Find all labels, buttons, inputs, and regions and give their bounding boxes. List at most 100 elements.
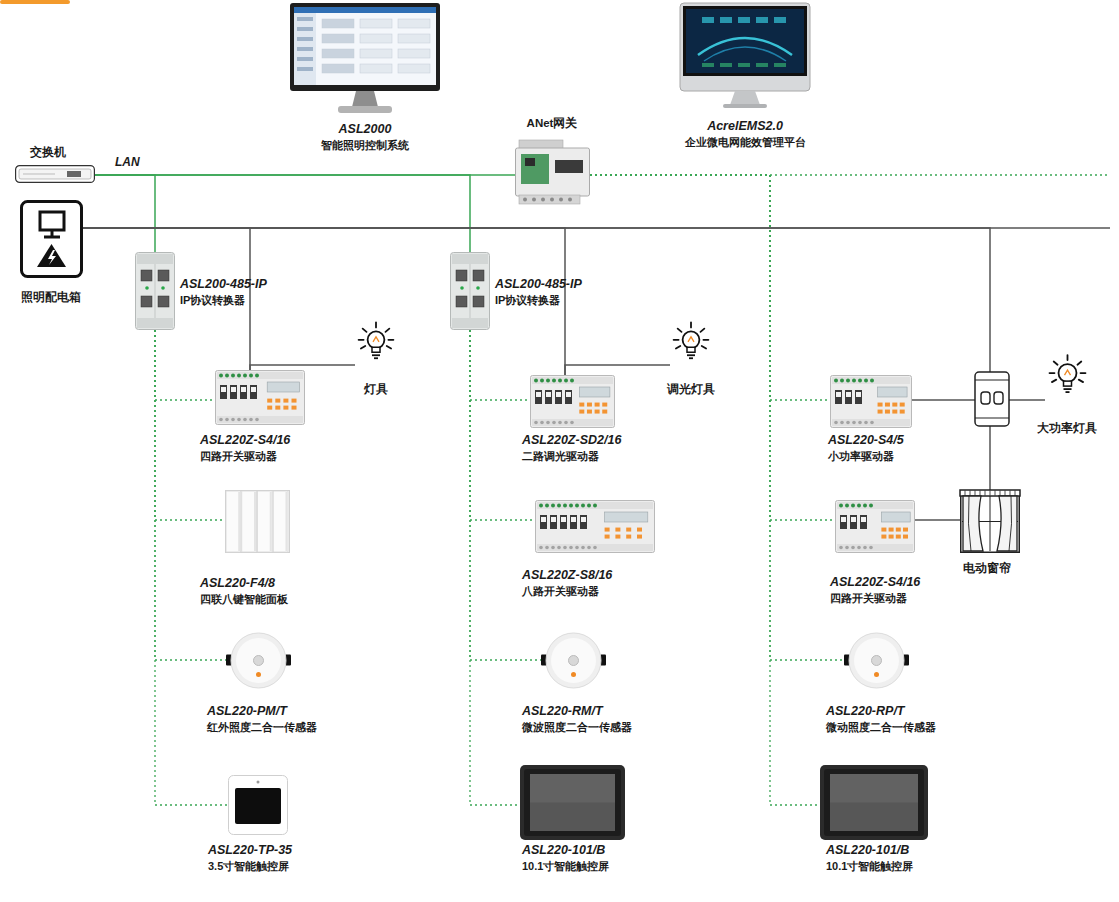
icon-part	[275, 406, 280, 410]
model-name: ASL220-RP/T	[826, 703, 936, 719]
monitor-b-node: AcrelEMS2.0企业微电网能效管理平台	[680, 3, 810, 108]
icon-part	[963, 496, 983, 551]
icon-part	[456, 270, 467, 281]
icon-part	[595, 410, 600, 414]
node-label: 调光灯具	[667, 381, 715, 397]
icon-part	[570, 379, 574, 383]
icon-part	[551, 546, 555, 550]
node-label: ASL220-S4/5小功率驱动器	[828, 432, 904, 464]
device-caption: 微动照度二合一传感器	[826, 719, 936, 735]
icon-part	[1005, 491, 1006, 496]
icon-part	[267, 399, 272, 403]
icon-part	[900, 410, 905, 414]
rs485-bus	[155, 330, 225, 520]
icon-part	[541, 517, 546, 522]
icon-part	[602, 403, 607, 407]
icon-part	[352, 91, 378, 107]
gateway-node: ANet网关	[515, 140, 590, 205]
device-caption: 电动窗帘	[963, 560, 1011, 576]
icon-part	[359, 339, 364, 341]
icon-part	[834, 379, 838, 383]
icon-part	[37, 244, 66, 267]
icon-part	[889, 535, 894, 539]
icon-part	[1081, 372, 1086, 374]
lamp-node: 灯具	[355, 318, 397, 370]
icon-part	[452, 254, 488, 264]
icon-part	[571, 517, 576, 522]
icon-part	[236, 638, 281, 683]
icon-part	[892, 403, 897, 407]
icon-part	[536, 501, 655, 553]
icon-part	[546, 379, 550, 383]
icon-part	[1052, 380, 1056, 383]
icon-part	[860, 515, 867, 529]
icon-part	[602, 410, 607, 414]
icon-part	[243, 418, 247, 422]
icon-part	[545, 504, 549, 508]
icon-part	[294, 13, 316, 85]
node-label: ASL220Z-S4/16四路开关驱动器	[200, 432, 290, 464]
icon-part	[637, 528, 642, 532]
icon-part	[690, 322, 692, 327]
icon-part	[398, 49, 430, 58]
device-caption: 微波照度二合一传感器	[522, 719, 632, 735]
node-label: 灯具	[364, 381, 388, 397]
icon-part	[878, 403, 883, 407]
icon-part	[840, 515, 847, 529]
icon-part	[1009, 496, 1012, 551]
device-caption: IP协议转换器	[180, 292, 267, 308]
device-caption: 照明配电箱	[21, 289, 81, 305]
icon-part	[136, 253, 175, 330]
icon-part	[581, 546, 585, 550]
icon-part	[857, 504, 861, 508]
device-caption: 八路开关驱动器	[522, 583, 612, 599]
lamp-icon	[1045, 350, 1090, 405]
icon-part	[968, 496, 971, 551]
sensor-icon	[230, 632, 287, 689]
device-caption: IP协议转换器	[495, 292, 582, 308]
icon-part	[836, 501, 915, 553]
icon-part	[241, 387, 246, 392]
icon-part	[703, 339, 708, 341]
icon-part	[830, 774, 918, 803]
icon-part	[1064, 388, 1072, 390]
icon-part	[540, 421, 544, 425]
model-name: ASL220-RM/T	[522, 703, 632, 719]
device-caption: 红外照度二合一传感器	[207, 719, 317, 735]
lamp-node: 大功率灯具	[1045, 350, 1090, 405]
icon-part	[476, 286, 480, 290]
icon-part	[1000, 491, 1001, 496]
rs485-bus	[155, 330, 215, 400]
icon-part	[23, 174, 55, 175]
icon-part	[557, 546, 561, 550]
icon-part	[361, 346, 365, 349]
node-label: 大功率灯具	[1037, 420, 1097, 436]
icon-part	[257, 781, 260, 784]
icon-part	[570, 421, 574, 425]
icon-part	[249, 374, 253, 378]
icon-part	[835, 390, 842, 404]
device-caption: 四路开关驱动器	[830, 590, 920, 606]
node-label: ASL220Z-SD2/16二路调光驱动器	[522, 432, 621, 464]
icon-part	[551, 638, 596, 683]
rs485-bus	[470, 330, 520, 805]
icon-part	[297, 47, 313, 51]
icon-part	[530, 774, 615, 803]
icon-part	[863, 546, 867, 550]
icon-part	[161, 286, 165, 290]
icon-part	[550, 515, 557, 529]
curtain-icon	[960, 490, 1020, 553]
icon-part	[702, 17, 714, 23]
icon-part	[452, 318, 488, 328]
icon-part	[615, 535, 620, 539]
icon-part	[896, 535, 901, 539]
icon-part	[387, 346, 391, 349]
icon-part	[824, 769, 924, 836]
icon-part	[521, 154, 549, 184]
icon-part	[676, 346, 680, 349]
icon-part	[700, 329, 704, 332]
touch-small-node: ASL220-TP-353.5寸智能触控屏	[228, 775, 288, 835]
icon-part	[322, 19, 354, 28]
icon-part	[587, 410, 592, 414]
icon-part	[845, 390, 852, 404]
